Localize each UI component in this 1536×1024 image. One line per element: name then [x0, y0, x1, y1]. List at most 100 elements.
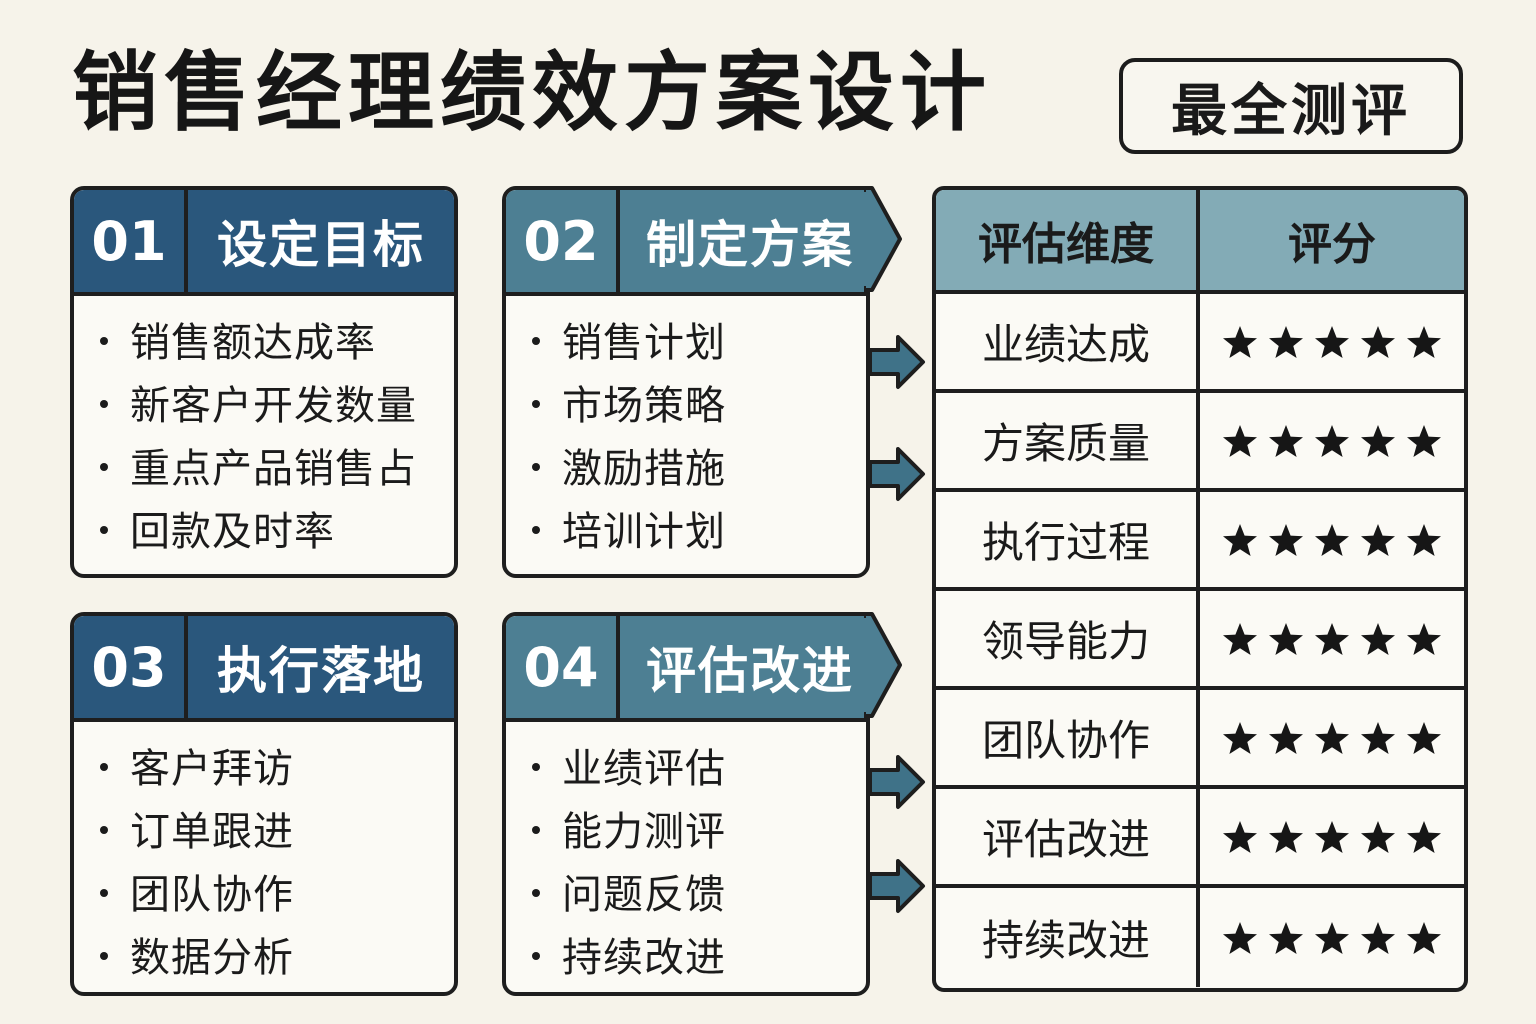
- dimension-cell: 业绩达成: [936, 294, 1200, 389]
- review-badge: 最全测评: [1119, 58, 1463, 154]
- step-number: 02: [506, 190, 620, 292]
- star-icon: [1223, 325, 1257, 358]
- star-icon: [1223, 523, 1257, 556]
- list-item: 团队协作: [100, 864, 294, 927]
- dimension-cell: 评估改进: [936, 789, 1200, 884]
- step-title: 执行落地: [217, 642, 425, 700]
- list-item-label: 激励措施: [562, 446, 726, 492]
- list-item-label: 客户拜访: [130, 746, 294, 792]
- score-cell: [1200, 888, 1464, 987]
- list-item: 新客户开发数量: [100, 375, 417, 438]
- table-row: 评估改进: [936, 789, 1464, 888]
- step-number: 04: [506, 616, 620, 718]
- list-item-label: 销售计划: [562, 320, 726, 366]
- star-rating: [1221, 919, 1443, 957]
- step-title: 制定方案: [646, 216, 854, 274]
- star-icon: [1361, 424, 1395, 457]
- star-rating: [1221, 719, 1443, 757]
- step-number: 01: [74, 190, 188, 292]
- bullet-icon: [532, 763, 540, 771]
- bullet-icon: [100, 889, 108, 897]
- table-row: 执行过程: [936, 492, 1464, 591]
- step-card-header: 02 制定方案: [506, 190, 866, 296]
- table-row: 方案质量: [936, 393, 1464, 492]
- list-item-label: 持续改进: [562, 935, 726, 981]
- list-item: 重点产品销售占: [100, 438, 417, 501]
- star-icon: [1269, 622, 1303, 655]
- step-number: 03: [74, 616, 188, 718]
- star-icon: [1315, 523, 1349, 556]
- bullet-icon: [100, 952, 108, 960]
- step-item-list: 业绩评估 能力测评 问题反馈 持续改进: [532, 738, 726, 990]
- list-item: 培训计划: [532, 501, 726, 564]
- step-card-01: 01 设定目标 销售额达成率 新客户开发数量 重点产品销售占 回款及时率: [70, 186, 458, 578]
- list-item: 能力测评: [532, 801, 726, 864]
- star-icon: [1407, 721, 1441, 754]
- star-icon: [1315, 325, 1349, 358]
- bullet-icon: [532, 463, 540, 471]
- table-row: 团队协作: [936, 690, 1464, 789]
- dimension-cell: 方案质量: [936, 393, 1200, 488]
- star-icon: [1269, 523, 1303, 556]
- dimension-cell: 领导能力: [936, 591, 1200, 686]
- bullet-icon: [532, 826, 540, 834]
- bullet-icon: [532, 889, 540, 897]
- list-item: 业绩评估: [532, 738, 726, 801]
- list-item: 客户拜访: [100, 738, 294, 801]
- star-icon: [1361, 325, 1395, 358]
- list-item-label: 能力测评: [562, 809, 726, 855]
- step-item-list: 销售计划 市场策略 激励措施 培训计划: [532, 312, 726, 564]
- star-icon: [1315, 721, 1349, 754]
- right-arrow-icon: [868, 755, 925, 809]
- star-icon: [1407, 921, 1441, 954]
- star-icon: [1407, 424, 1441, 457]
- star-icon: [1361, 921, 1395, 954]
- right-arrow-icon: [868, 447, 925, 501]
- bullet-icon: [100, 826, 108, 834]
- header-arrow-tip-icon: [864, 612, 902, 718]
- list-item-label: 数据分析: [130, 935, 294, 981]
- bullet-icon: [532, 952, 540, 960]
- bullet-icon: [100, 463, 108, 471]
- star-icon: [1407, 523, 1441, 556]
- star-icon: [1407, 820, 1441, 853]
- bullet-icon: [532, 337, 540, 345]
- list-item: 订单跟进: [100, 801, 294, 864]
- step-card-header: 01 设定目标: [74, 190, 454, 296]
- star-icon: [1223, 721, 1257, 754]
- score-cell: [1200, 690, 1464, 785]
- column-header-dimension: 评估维度: [936, 190, 1200, 290]
- star-icon: [1361, 820, 1395, 853]
- star-icon: [1407, 622, 1441, 655]
- bullet-icon: [100, 763, 108, 771]
- star-icon: [1269, 424, 1303, 457]
- star-icon: [1315, 921, 1349, 954]
- star-rating: [1221, 818, 1443, 856]
- star-icon: [1361, 523, 1395, 556]
- score-cell: [1200, 789, 1464, 884]
- list-item-label: 订单跟进: [130, 809, 294, 855]
- step-title: 设定目标: [217, 216, 425, 274]
- list-item: 销售计划: [532, 312, 726, 375]
- list-item: 持续改进: [532, 927, 726, 990]
- score-cell: [1200, 294, 1464, 389]
- star-icon: [1269, 325, 1303, 358]
- evaluation-table: 评估维度 评分 业绩达成方案质量执行过程领导能力团队协作评估改进持续改进: [932, 186, 1468, 992]
- bullet-icon: [532, 526, 540, 534]
- star-rating: [1221, 521, 1443, 559]
- table-row: 领导能力: [936, 591, 1464, 690]
- step-card-header: 04 评估改进: [506, 616, 866, 722]
- list-item: 销售额达成率: [100, 312, 417, 375]
- dimension-cell: 持续改进: [936, 888, 1200, 987]
- list-item: 回款及时率: [100, 501, 417, 564]
- star-icon: [1269, 820, 1303, 853]
- table-row: 持续改进: [936, 888, 1464, 987]
- table-row: 业绩达成: [936, 294, 1464, 393]
- list-item: 激励措施: [532, 438, 726, 501]
- right-arrow-icon: [868, 859, 925, 913]
- star-icon: [1223, 622, 1257, 655]
- list-item: 问题反馈: [532, 864, 726, 927]
- step-title: 评估改进: [646, 642, 854, 700]
- bullet-icon: [100, 400, 108, 408]
- list-item-label: 业绩评估: [562, 746, 726, 792]
